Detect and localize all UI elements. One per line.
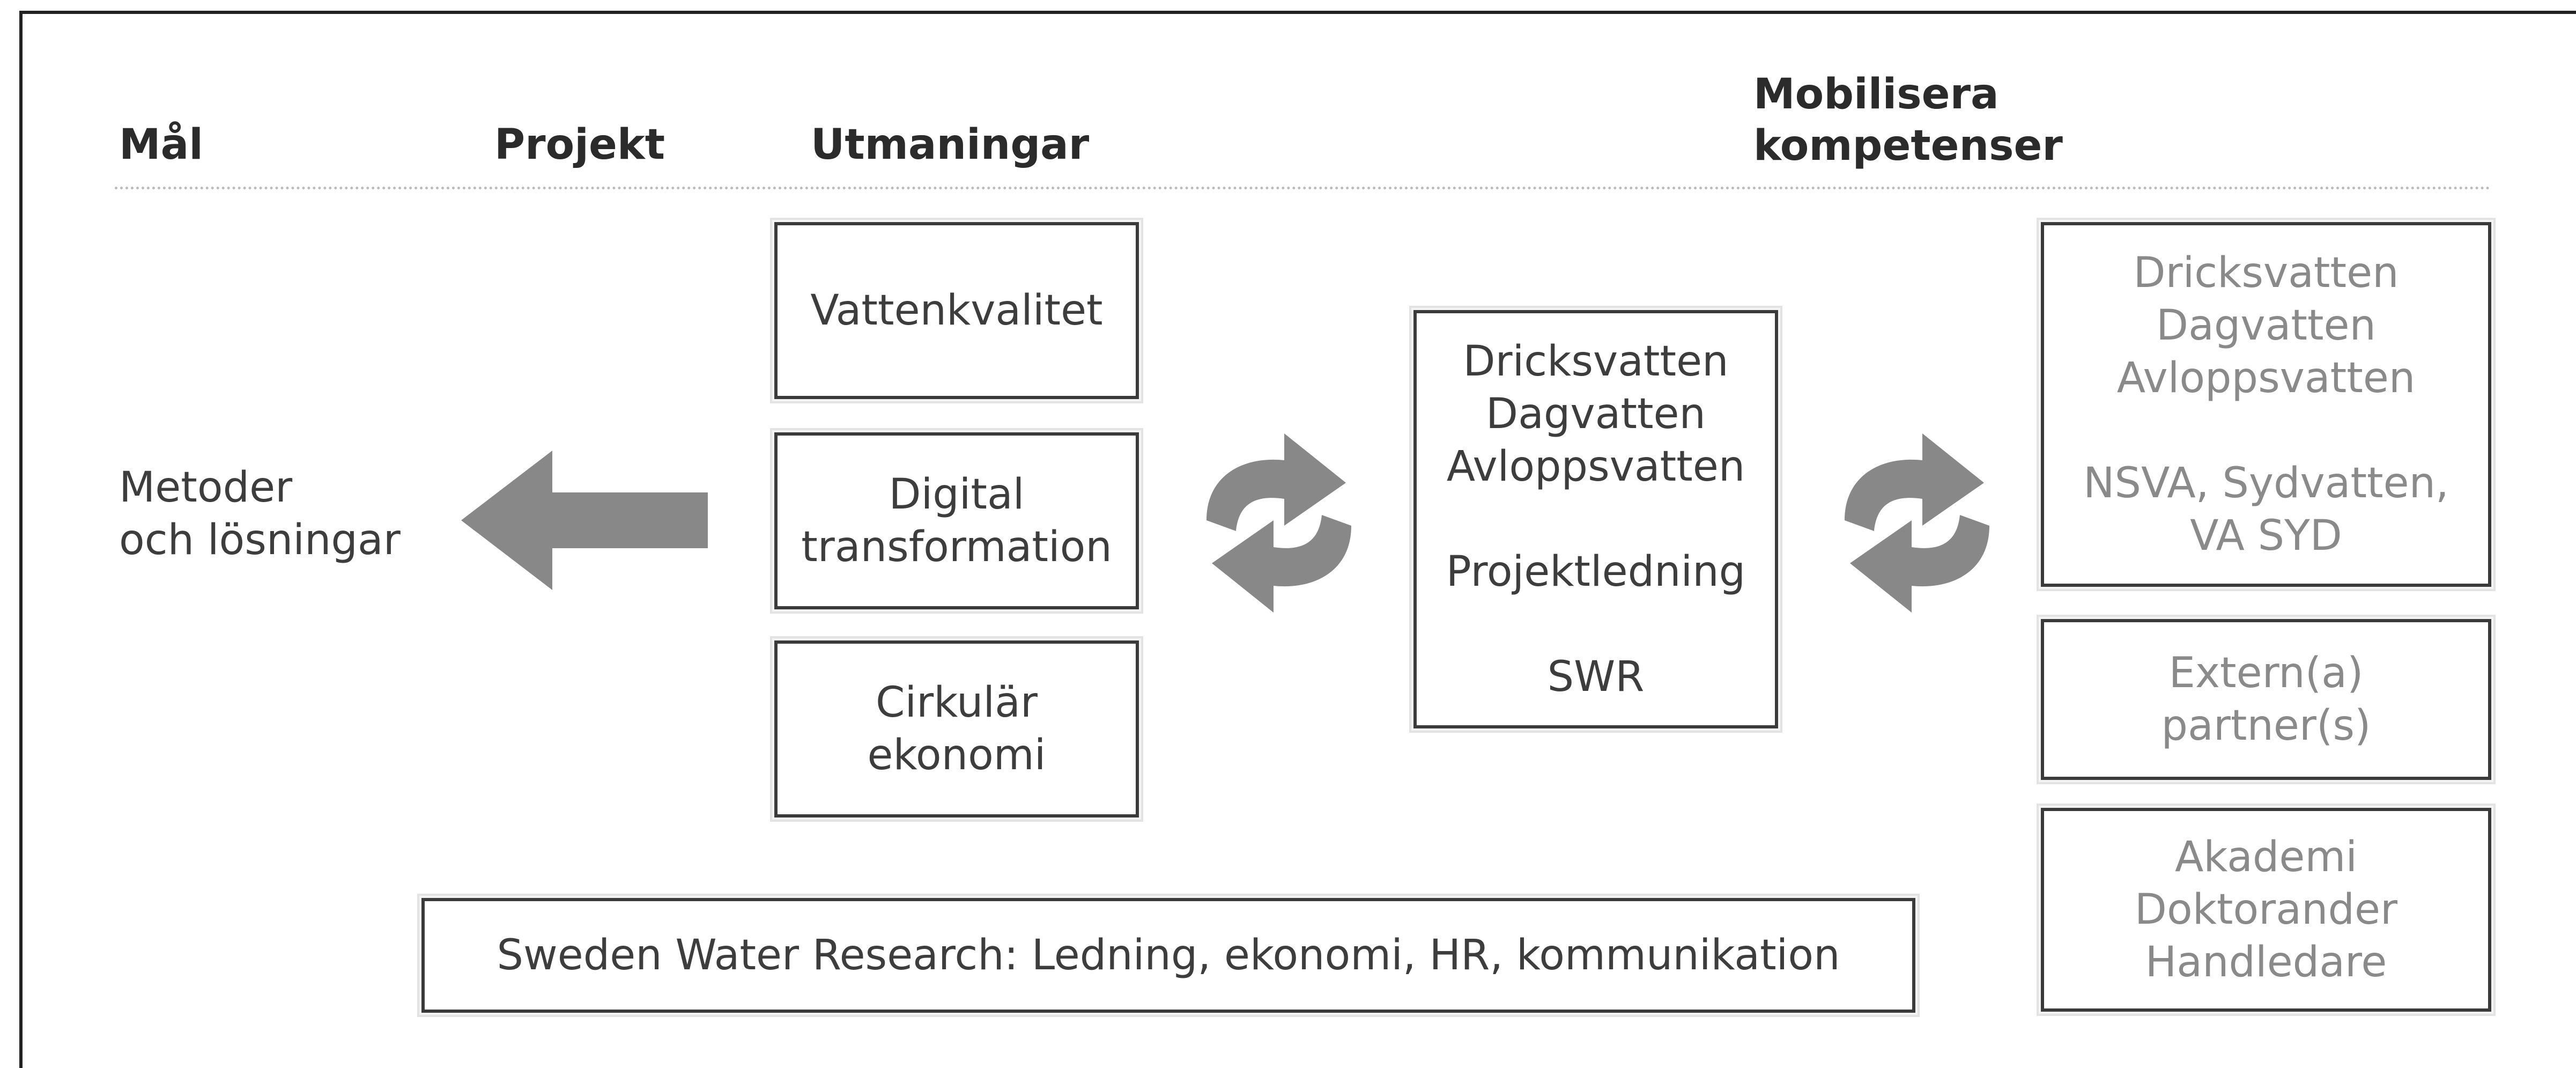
header-mobilize: Mobilisera kompetenser [1753,70,2063,170]
project-box: Dricksvatten Dagvatten Avloppsvatten Pro… [1413,310,1778,728]
header-divider [115,187,2491,189]
header-goal: Mål [119,121,203,169]
challenge-label: Cirkulär ekonomi [867,679,1046,779]
challenge-label: Vattenkvalitet [810,286,1103,335]
left-arrow-icon [461,451,708,590]
footer-box-text: Sweden Water Research: Ledning, ekonomi,… [497,931,1840,979]
diagram-frame [19,11,2576,1068]
project-box-text: Dricksvatten Dagvatten Avloppsvatten Pro… [1446,337,1746,701]
challenge-box-water-quality: Vattenkvalitet [774,222,1139,399]
competence-label: Extern(a) partner(s) [2161,649,2371,750]
header-challenges: Utmaningar [811,121,1090,169]
challenge-label: Digital transformation [801,470,1112,571]
challenge-box-digital: Digital transformation [774,432,1139,609]
competence-label: Dricksvatten Dagvatten Avloppsvatten NSV… [2083,249,2449,560]
competence-box-utilities: Dricksvatten Dagvatten Avloppsvatten NSV… [2041,222,2491,587]
cycle-arrows-icon [1845,433,1989,613]
challenge-box-circular: Cirkulär ekonomi [774,640,1139,817]
competence-box-external: Extern(a) partner(s) [2041,619,2491,780]
goal-text: Metoder och lösningar [119,463,401,564]
cycle-arrows-icon [1206,433,1351,613]
competence-label: Akademi Doktorander Handledare [2134,833,2398,986]
footer-box: Sweden Water Research: Ledning, ekonomi,… [421,898,1915,1013]
header-project: Projekt [494,121,665,169]
competence-box-academia: Akademi Doktorander Handledare [2041,808,2491,1012]
